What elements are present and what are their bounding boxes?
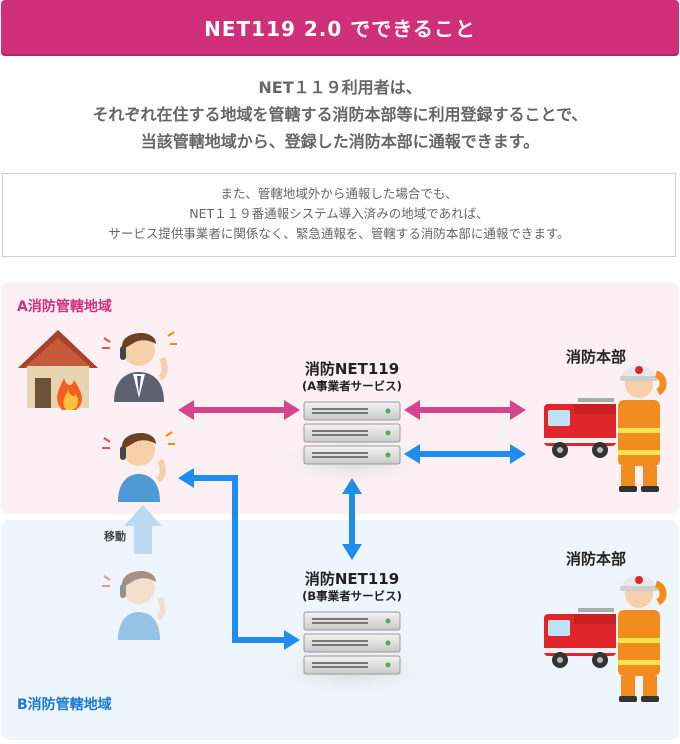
title-banner: NET119 2.0 でできること xyxy=(1,0,679,54)
server-a-provider: (A事業者サービス) xyxy=(302,379,402,393)
arrow-server-a-to-hq-a xyxy=(404,400,526,420)
banner-title: NET119 2.0 でできること xyxy=(204,16,476,41)
server-a-name: 消防NET119 xyxy=(304,360,400,378)
lead-line-3: 当該管轄地域から、登録した消防本部に通報できます。 xyxy=(140,132,540,151)
firefighter-b-icon xyxy=(618,576,667,702)
note-line-2: NET１１９番通報システム導入済みの地域であれば、 xyxy=(189,206,489,221)
lead-text: NET１１９利用者は、 それぞれ在住する地域を管轄する消防本部等に利用登録するこ… xyxy=(0,74,680,155)
area-a-label: A消防管轄地域 xyxy=(17,299,112,315)
server-b-provider: (B事業者サービス) xyxy=(302,589,402,603)
lead-line-1: NET１１９利用者は、 xyxy=(258,78,422,97)
arrow-server-a-to-hq-a-blue xyxy=(404,444,526,464)
note-line-3: サービス提供事業者に関係なく、緊急通報を、管轄する消防本部に通報できます。 xyxy=(108,226,570,241)
lead-line-2: それぞれ在住する地域を管轄する消防本部等に利用登録することで、 xyxy=(92,105,588,124)
move-label: 移動 xyxy=(104,530,126,543)
server-b-title: 消防NET119 (B事業者サービス) xyxy=(262,570,442,604)
caller-person-icon xyxy=(102,331,177,402)
arrow-server-a-to-server-b xyxy=(342,478,362,560)
traveler-person-icon xyxy=(102,431,175,502)
arrow-caller-to-server-a xyxy=(178,400,300,420)
area-b-label: B消防管轄地域 xyxy=(17,697,112,713)
faded-person-icon xyxy=(102,570,166,640)
hq-a-label: 消防本部 xyxy=(566,348,627,366)
note-box: また、管轄地域外から通報した場合でも、 NET１１９番通報システム導入済みの地域… xyxy=(2,173,676,257)
burning-house-icon xyxy=(18,330,98,410)
arrow-traveler-to-server-b xyxy=(178,468,300,650)
server-b-icon xyxy=(303,611,401,675)
fire-truck-b-icon xyxy=(544,608,616,668)
firefighter-a-icon xyxy=(618,366,667,492)
server-a-title: 消防NET119 (A事業者サービス) xyxy=(262,360,442,394)
fire-truck-a-icon xyxy=(544,398,616,458)
move-up-arrow xyxy=(124,505,162,554)
server-a-icon xyxy=(303,401,401,465)
server-b-name: 消防NET119 xyxy=(304,570,400,588)
hq-b-label: 消防本部 xyxy=(566,550,627,568)
note-line-1: また、管轄地域外から通報した場合でも、 xyxy=(220,186,458,201)
